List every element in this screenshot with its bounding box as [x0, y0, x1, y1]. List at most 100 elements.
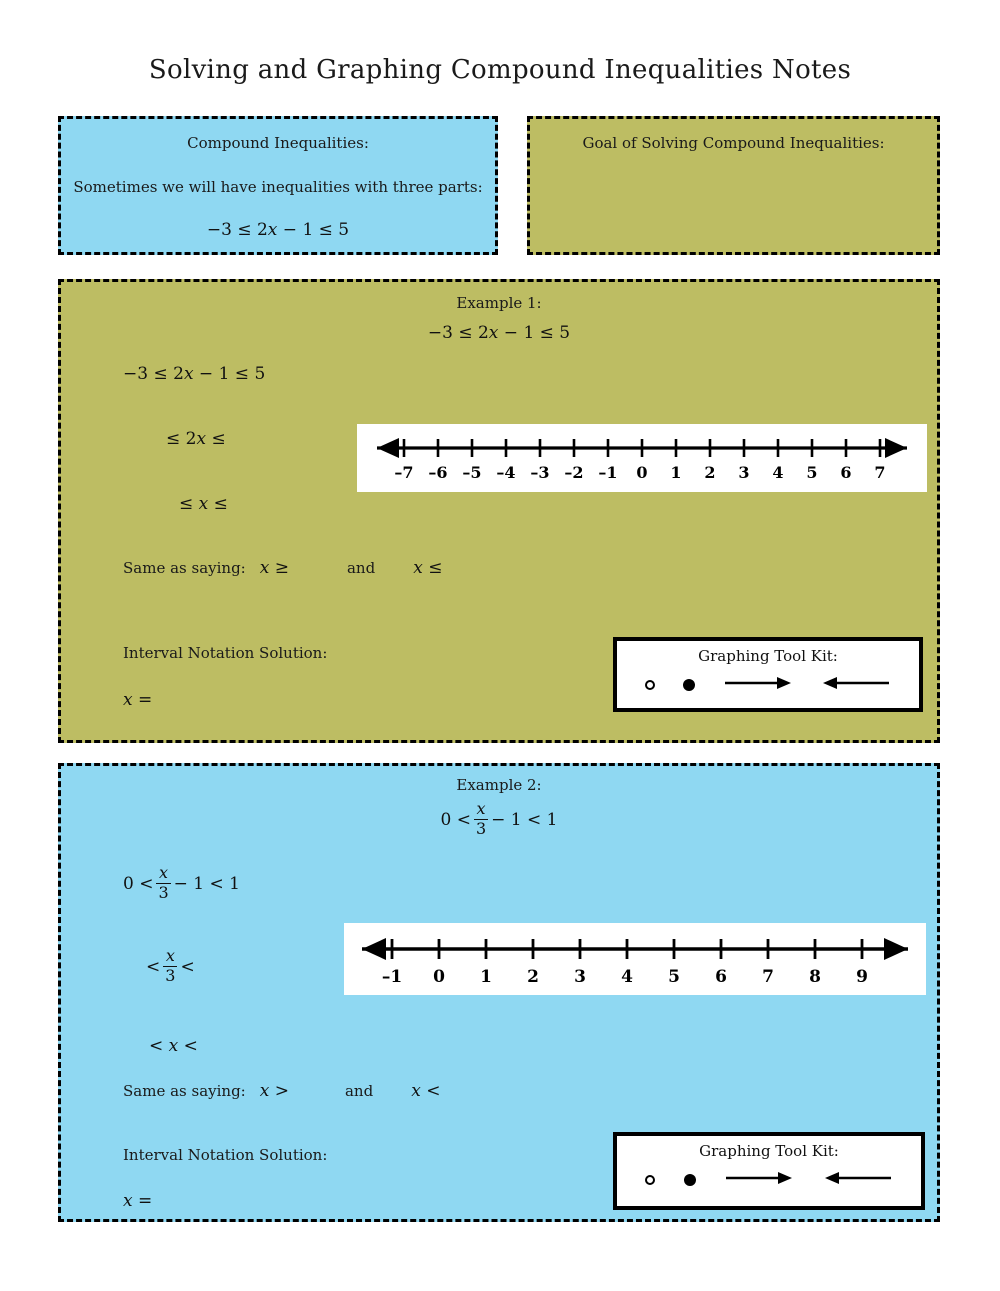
example2-same-as-second: x <	[411, 1081, 440, 1101]
right-arrow-icon[interactable]	[724, 1170, 794, 1190]
svg-text:3: 3	[574, 967, 586, 987]
example1-toolkit: Graphing Tool Kit:	[613, 637, 923, 712]
example1-work-step-2: ≤ 2x ≤	[166, 429, 226, 449]
svg-text:–3: –3	[530, 463, 549, 482]
example2-step1-prefix: 0 <	[123, 874, 154, 895]
svg-text:3: 3	[738, 463, 749, 482]
example2-same-as-second-variable: x	[411, 1081, 421, 1101]
example1-toolkit-title: Graphing Tool Kit:	[698, 647, 838, 665]
equation-variable: x	[267, 220, 278, 240]
open-circle-icon[interactable]	[645, 1175, 656, 1185]
svg-text:–4: –4	[496, 463, 515, 482]
example1-step2-left: ≤ 2	[166, 429, 197, 449]
example2-heading: Example 2:	[456, 776, 542, 794]
svg-text:6: 6	[715, 967, 727, 987]
example1-work-step-1: −3 ≤ 2x − 1 ≤ 5	[123, 364, 265, 384]
example2-work-step-3: < x <	[149, 1036, 198, 1056]
goal-box-heading: Goal of Solving Compound Inequalities:	[582, 134, 885, 152]
svg-text:5: 5	[668, 967, 680, 987]
example1-step2-right: ≤	[206, 429, 226, 449]
fraction-bar	[473, 818, 489, 821]
svg-text:7: 7	[762, 967, 774, 987]
page-title: Solving and Graphing Compound Inequaliti…	[148, 55, 852, 85]
example2-toolkit: Graphing Tool Kit:	[613, 1132, 925, 1210]
svg-text:6: 6	[840, 463, 851, 482]
svg-text:8: 8	[809, 967, 821, 987]
example2-interval-variable: x	[123, 1191, 133, 1211]
left-arrow-icon[interactable]	[823, 1170, 893, 1190]
svg-text:2: 2	[527, 967, 539, 987]
left-arrow-icon[interactable]	[821, 675, 891, 695]
example2-interval-operator: =	[138, 1191, 153, 1211]
example2-problem-numerator: x	[476, 799, 486, 818]
svg-text:–2: –2	[564, 463, 583, 482]
svg-text:–1: –1	[598, 463, 617, 482]
example1-same-as-conjunction: and	[346, 559, 376, 577]
svg-text:0: 0	[433, 967, 445, 987]
equation-left: −3 ≤ 2	[206, 220, 268, 240]
example1-step3-right: ≤	[208, 494, 228, 514]
right-arrow-icon[interactable]	[723, 675, 793, 695]
svg-text:–1: –1	[382, 967, 402, 987]
example2-step1-denominator: 3	[158, 883, 169, 903]
example1-step2-variable: x	[196, 429, 207, 449]
example2-same-as-first-variable: x	[259, 1081, 270, 1101]
closed-circle-icon[interactable]	[683, 1174, 696, 1186]
example1-interval-answer: x =	[123, 690, 152, 710]
goal-box: Goal of Solving Compound Inequalities:	[527, 116, 940, 255]
compound-inequalities-equation: −3 ≤ 2x − 1 ≤ 5	[61, 220, 495, 240]
svg-text:0: 0	[636, 463, 647, 482]
example1-heading: Example 1:	[456, 294, 542, 312]
example1-step3-left: ≤	[179, 494, 199, 514]
example1-same-as-first-variable: x	[259, 558, 270, 578]
equation-right: − 1 ≤ 5	[277, 220, 350, 240]
svg-text:–5: –5	[462, 463, 481, 482]
svg-text:–6: –6	[428, 463, 447, 482]
svg-text:1: 1	[480, 967, 492, 987]
example2-step2-suffix: <	[180, 957, 195, 978]
example2-problem-suffix: − 1 < 1	[491, 810, 558, 831]
example1-toolkit-row	[617, 675, 919, 695]
example1-work-step-3: ≤ x ≤	[179, 494, 228, 514]
example2-step1-suffix: − 1 < 1	[173, 874, 240, 895]
svg-text:2: 2	[704, 463, 715, 482]
example2-step3-variable: x	[168, 1036, 179, 1056]
example1-interval-label: Interval Notation Solution:	[123, 644, 328, 662]
svg-text:9: 9	[856, 967, 868, 987]
example1-step1-left: −3 ≤ 2	[123, 364, 184, 384]
example2-same-as-first-operator: >	[274, 1081, 289, 1101]
example2-step3-left: <	[149, 1036, 169, 1056]
example1-problem-variable: x	[488, 323, 499, 343]
fraction-bar	[156, 882, 171, 885]
example1-interval-operator: =	[138, 690, 153, 710]
example1-problem-left: −3 ≤ 2	[427, 323, 489, 343]
compound-inequalities-box: Compound Inequalities: Sometimes we will…	[58, 116, 498, 255]
example1-same-as-second-variable: x	[413, 558, 423, 578]
example1-box: Example 1: −3 ≤ 2x − 1 ≤ 5 −3 ≤ 2x − 1 ≤…	[58, 279, 940, 743]
example2-same-as-first: x >	[260, 1081, 289, 1101]
example2-step2-denominator: 3	[165, 966, 176, 986]
example1-step3-variable: x	[198, 494, 209, 514]
example2-problem-denominator: 3	[475, 819, 487, 839]
example2-toolkit-row	[617, 1170, 921, 1190]
example2-same-as-second-operator: <	[426, 1081, 441, 1101]
example1-same-as-second: x ≤	[413, 558, 442, 578]
compound-inequalities-description: Sometimes we will have inequalities with…	[73, 178, 483, 196]
fraction-bar	[163, 965, 178, 968]
open-circle-icon[interactable]	[645, 680, 655, 690]
example1-step1-variable: x	[183, 364, 194, 384]
closed-circle-icon[interactable]	[683, 679, 695, 691]
compound-inequalities-heading: Compound Inequalities:	[187, 134, 369, 152]
example2-interval-answer: x =	[123, 1191, 152, 1211]
